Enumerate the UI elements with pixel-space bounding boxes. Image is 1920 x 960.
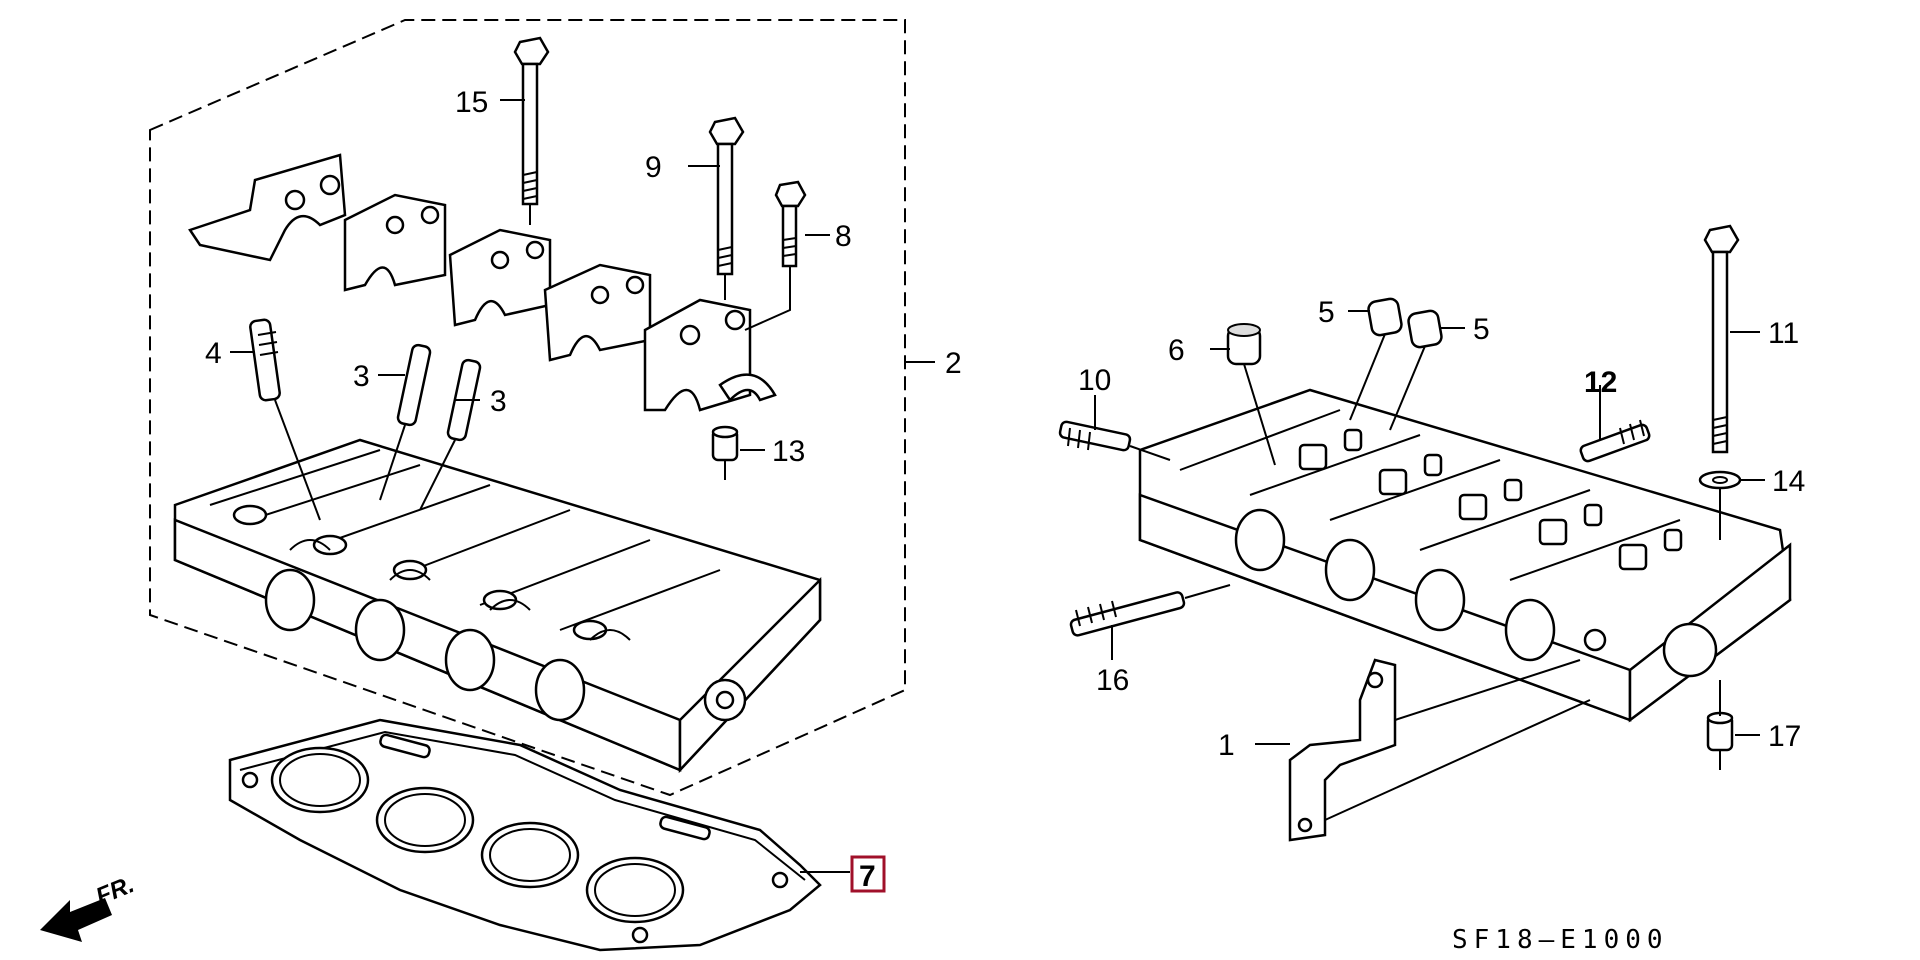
callout-6: 6 bbox=[1168, 334, 1185, 367]
callout-14: 10 bbox=[1078, 364, 1111, 397]
cylinder-head-right bbox=[1138, 388, 1792, 723]
front-direction-label: FR. bbox=[92, 871, 138, 911]
callout-5a: 5 bbox=[1318, 296, 1335, 329]
camshaft-holders bbox=[188, 153, 777, 412]
part-13-stud bbox=[1579, 419, 1651, 463]
callout-4: 4 bbox=[205, 337, 222, 370]
head-gasket bbox=[228, 718, 850, 952]
callout-3a: 3 bbox=[353, 360, 370, 393]
callout-11: 16 bbox=[1096, 664, 1129, 697]
part-17-bolt bbox=[513, 36, 550, 225]
callout-13: 12 bbox=[1584, 366, 1617, 399]
callout-9: 11 bbox=[1768, 317, 1799, 350]
callout-2: 2 bbox=[945, 347, 962, 380]
part-12-washer bbox=[1698, 470, 1742, 540]
part-8-bolt bbox=[744, 180, 807, 331]
callout-15: 13 bbox=[772, 435, 805, 468]
part-5-valve-seals bbox=[1349, 297, 1443, 431]
callout-7-highlight-box bbox=[850, 855, 886, 893]
cylinder-head-left bbox=[173, 438, 822, 774]
part-16-dowel bbox=[1706, 680, 1734, 770]
callout-12: 14 bbox=[1772, 465, 1805, 498]
callout-7[interactable]: 7 bbox=[859, 860, 876, 893]
part-14-stud bbox=[1058, 420, 1171, 461]
callout-10: 9 bbox=[645, 151, 662, 184]
part-10-bolt bbox=[708, 116, 745, 300]
callout-17: 15 bbox=[455, 86, 488, 119]
part-11-stud bbox=[1069, 584, 1231, 637]
part-15-dowel bbox=[711, 425, 739, 480]
part-4-guide bbox=[249, 318, 321, 521]
part-6-seal bbox=[1226, 323, 1276, 466]
diagram-code: SF18–E1000 bbox=[1452, 925, 1669, 955]
front-direction-arrow: FR. bbox=[40, 871, 138, 942]
part-1-bracket bbox=[1288, 658, 1591, 842]
callout-leaders bbox=[230, 99, 1765, 745]
callout-8: 8 bbox=[835, 220, 852, 253]
callout-16: 17 bbox=[1768, 720, 1801, 753]
left-assembly-frame bbox=[149, 19, 906, 797]
part-9-bolt bbox=[1703, 224, 1740, 454]
callout-1: 1 bbox=[1218, 729, 1235, 762]
callout-3b: 3 bbox=[490, 385, 507, 418]
callout-5b: 5 bbox=[1473, 313, 1490, 346]
callout-labels: 15 9 8 4 3 3 2 13 6 5 5 11 14 12 10 16 1… bbox=[205, 86, 1805, 893]
